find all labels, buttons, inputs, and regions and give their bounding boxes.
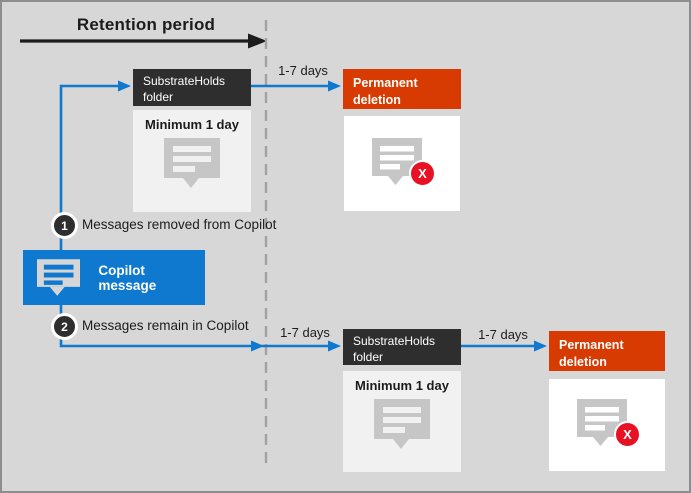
step2-number: 2 [61,319,68,334]
substrate-holds-title-1: SubstrateHolds folder [143,74,226,104]
copilot-to-substrate1-arrowhead [118,80,131,92]
step2-label: Messages remain in Copilot [82,318,249,333]
x-badge: X [614,421,641,448]
permanent-deletion-box-2: Permanent deletion [549,331,665,371]
step1-circle: 1 [51,212,78,239]
message-icon [164,138,220,188]
minimum-caption-1: Minimum 1 day [145,117,239,132]
timeline-arrowhead [248,33,267,49]
permanent-deletion-box-1: Permanent deletion [343,69,461,109]
message-icon [374,399,430,449]
substrate-holds-body-1: Minimum 1 day [133,110,251,212]
substrate1-to-deletion1-arrowhead [328,80,341,92]
x-badge: X [409,159,436,187]
permanent-deletion-title-1: Permanent deletion [353,76,418,107]
copilot-message-box: Copilot message [23,250,205,305]
copilot-message-label: Copilot message [98,262,157,293]
step2-circle: 2 [51,313,78,340]
days-label-row2-before: 1-7 days [280,325,330,340]
boundary-mid-arrowhead [251,340,264,352]
copilot-to-substrate2-arrowhead [328,340,341,352]
permanent-deletion-title-2: Permanent deletion [559,338,624,369]
substrate-holds-box-2: SubstrateHolds folder [343,329,461,365]
days-label-row1: 1-7 days [278,63,328,78]
permanent-deletion-body-2: X [549,379,665,471]
substrate2-to-deletion2-arrowhead [534,340,547,352]
step1-label: Messages removed from Copilot [82,217,277,232]
copilot-message-icon [37,259,81,296]
days-label-row2-after: 1-7 days [478,327,528,342]
retention-period-label: Retention period [76,15,216,34]
substrate-holds-title-2: SubstrateHolds folder [353,334,436,364]
substrate-holds-box-1: SubstrateHolds folder [133,69,251,106]
step1-number: 1 [61,218,68,233]
permanent-deletion-body-1: X [344,116,460,211]
substrate-holds-body-2: Minimum 1 day [343,371,461,472]
minimum-caption-2: Minimum 1 day [355,378,449,393]
